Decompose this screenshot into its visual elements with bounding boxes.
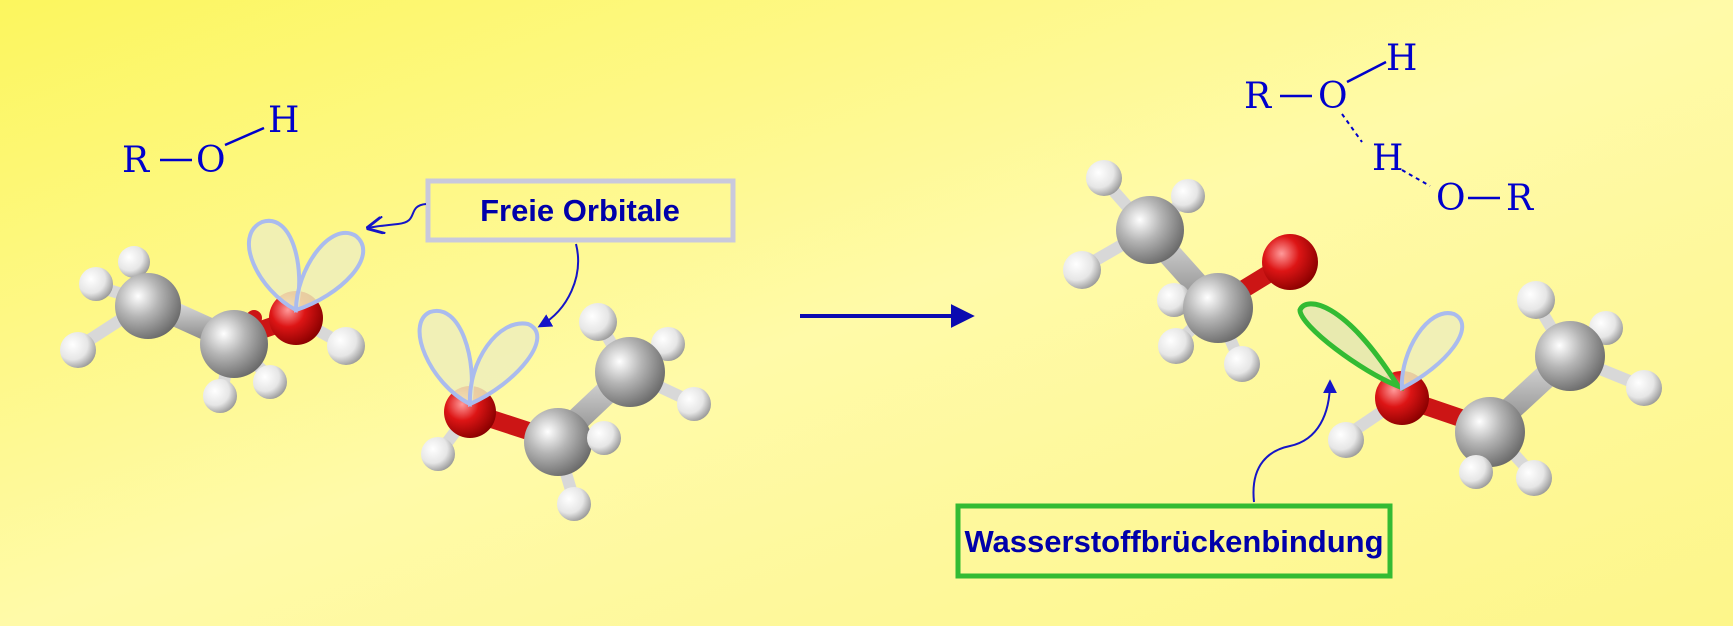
hydrogen-atom [1224, 346, 1260, 382]
hydrogen-bond-orbital [1297, 301, 1405, 392]
hydrogen-atom [651, 327, 685, 361]
formula-h: H [268, 100, 299, 141]
hydrogen-atom [327, 327, 365, 365]
free-orbitals-callout: Freie Orbitale [368, 178, 736, 328]
formula-r: R [122, 140, 150, 181]
hydrogen-atom [1459, 455, 1493, 489]
hydrogen-atom [1086, 160, 1122, 196]
oxygen-atom [1262, 234, 1318, 290]
carbon-atom [1116, 196, 1184, 264]
formula-h: H [1386, 38, 1417, 79]
hydrogen-bond-box [955, 503, 1393, 579]
lone-pair-orbitals [247, 218, 365, 313]
carbon-atom [595, 337, 665, 407]
hydrogen-atom [1516, 460, 1552, 496]
hydrogen-atom [79, 267, 113, 301]
single-bond [224, 126, 265, 147]
hydrogen-atom [118, 246, 150, 278]
pointer-arrow [368, 203, 427, 228]
lone-pair-orbitals [1297, 301, 1465, 392]
carbon-atom [1183, 273, 1253, 343]
free-orbitals-label: Freie Orbitale [480, 193, 680, 228]
hydrogen-bond-dashes [1341, 113, 1363, 143]
carbon-atom [200, 310, 268, 378]
formula-h: H [1372, 138, 1403, 179]
hydrogen-atom [1158, 328, 1194, 364]
hydrogen-atom [203, 379, 237, 413]
hydrogen-atom [677, 387, 711, 421]
free-orbitals-box [425, 178, 736, 243]
hydrogen-atom [579, 303, 617, 341]
carbon-atom [115, 273, 181, 339]
hydrogen-bonded-dimer [1063, 160, 1662, 496]
formula-o: O [1436, 178, 1466, 219]
hydrogen-atom [253, 365, 287, 399]
molecule-ethanol-1 [60, 218, 365, 413]
formula-dimer: R O H H O R [1244, 38, 1534, 219]
hydrogen-atom [1157, 283, 1191, 317]
formula-o: O [1318, 76, 1348, 117]
carbon-atom [1455, 397, 1525, 467]
hydrogen-atom [421, 437, 455, 471]
hydrogen-atom [557, 487, 591, 521]
pointer-arrow [1252, 379, 1337, 503]
formula-o: O [196, 140, 226, 181]
molecule-ethanol-2 [417, 303, 711, 521]
pointer-arrow [537, 243, 580, 328]
hydrogen-atom [1171, 179, 1205, 213]
hydrogen-bond-label: Wasserstoffbrückenbindung [964, 524, 1383, 559]
hydrogen-atom [60, 332, 96, 368]
hydrogen-atom [1328, 422, 1364, 458]
lone-pair-orbitals [417, 308, 540, 407]
hydrogen-atom [1063, 251, 1101, 289]
formula-alcohol: R O H [122, 100, 299, 181]
hydrogen-bond-callout: Wasserstoffbrückenbindung [955, 379, 1393, 579]
hydrogen-atom [587, 421, 621, 455]
carbon-atom [524, 408, 592, 476]
formula-r: R [1244, 76, 1272, 117]
formula-r: R [1506, 178, 1534, 219]
hydrogen-atom [1517, 281, 1555, 319]
hydrogen-bond-dashes [1401, 169, 1431, 187]
single-bond [1346, 60, 1387, 84]
hydrogen-atom [1626, 370, 1662, 406]
carbon-atom [1535, 321, 1605, 391]
